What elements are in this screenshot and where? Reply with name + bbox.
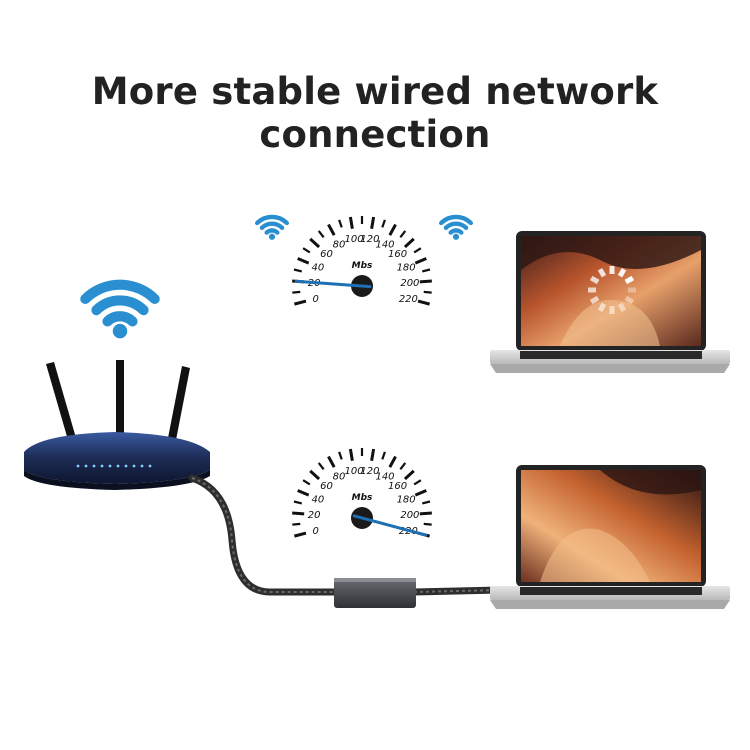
router-led	[108, 464, 112, 468]
gauge-unit: Mbs	[352, 493, 373, 503]
gauge-tick	[370, 216, 376, 230]
gauge-label: 140	[375, 239, 394, 250]
gauge-label: 120	[360, 466, 379, 477]
wifi-icon	[80, 279, 160, 339]
gauge-tick	[317, 230, 325, 238]
speedometer-icon: 020406080100120140160180200220Mbs	[292, 448, 432, 538]
gauge-tick	[423, 522, 432, 526]
headline: More stable wired network connection	[91, 70, 659, 156]
gauge-tick	[309, 237, 321, 249]
gauge-tick	[302, 479, 311, 486]
router-led	[132, 464, 136, 468]
gauge-tick	[399, 462, 407, 470]
speedometer-icon: 020406080100120140160180200220Mbs	[292, 216, 432, 306]
gauge-label: 100	[344, 234, 363, 245]
gauge-label: 80	[333, 471, 346, 482]
gauge-tick	[388, 455, 397, 468]
gauge-tick	[327, 223, 336, 236]
ethernet-adapter-icon	[334, 578, 416, 608]
gauge-tick	[421, 500, 431, 505]
gauge-tick	[293, 299, 307, 306]
gauge-label: 60	[320, 481, 333, 492]
gauge-tick	[297, 257, 310, 265]
gauge-tick	[414, 489, 427, 497]
gauge-tick	[292, 522, 301, 526]
gauge-label: 180	[397, 263, 416, 274]
loading-spinner-icon	[588, 266, 636, 314]
gauge-tick	[421, 268, 431, 273]
router-icon	[24, 360, 210, 490]
gauge-tick	[413, 247, 422, 254]
gauge-tick	[338, 219, 343, 228]
gauge-tick	[370, 448, 376, 462]
gauge-label: 160	[388, 481, 407, 492]
gauge-tick	[293, 500, 303, 505]
gauge-label: 180	[397, 495, 416, 506]
laptop-icon	[490, 231, 730, 373]
gauge-label: 160	[388, 249, 407, 260]
gauge-tick	[348, 448, 354, 462]
gauge-label: 200	[400, 510, 419, 521]
gauge-label: 0	[312, 526, 318, 537]
gauge-tick	[327, 455, 336, 468]
router-led	[148, 464, 152, 468]
gauge-label: 40	[312, 495, 325, 506]
gauge-label: 140	[375, 471, 394, 482]
router-led	[76, 464, 80, 468]
gauge-tick	[423, 290, 432, 294]
router-led	[92, 464, 96, 468]
gauge-tick	[297, 489, 310, 497]
gauge-tick	[381, 219, 386, 228]
gauge-tick	[403, 237, 415, 249]
gauge-tick	[413, 479, 422, 486]
gauge-tick	[381, 451, 386, 460]
gauge-label: 0	[312, 294, 318, 305]
gauge-label: 220	[399, 294, 418, 305]
gauge-tick	[348, 216, 354, 230]
router-led	[116, 464, 120, 468]
gauge-label: 40	[312, 263, 325, 274]
laptop-icon	[490, 465, 730, 609]
router-led	[100, 464, 104, 468]
gauge-label: 120	[360, 234, 379, 245]
gauge-tick	[414, 257, 427, 265]
gauge-tick	[293, 531, 307, 538]
gauge-tick	[419, 511, 432, 516]
gauge-tick	[317, 462, 325, 470]
router-led	[84, 464, 88, 468]
gauge-needle	[352, 514, 428, 537]
gauge-tick	[309, 469, 321, 481]
gauge-tick	[419, 279, 432, 284]
gauge-tick	[293, 268, 303, 273]
gauge-tick	[292, 290, 301, 294]
gauge-needle	[294, 279, 372, 289]
wifi-icon	[439, 214, 473, 240]
gauge-tick	[388, 223, 397, 236]
wifi-icon	[255, 214, 289, 240]
gauge-tick	[403, 469, 415, 481]
gauge-unit: Mbs	[352, 261, 373, 271]
gauge-tick	[399, 230, 407, 238]
gauge-label: 100	[344, 466, 363, 477]
gauge-label: 80	[333, 239, 346, 250]
gauge-tick	[417, 299, 431, 306]
gauge-label: 200	[400, 278, 419, 289]
router-led	[140, 464, 144, 468]
gauge-label: 20	[308, 510, 321, 521]
gauge-tick	[338, 451, 343, 460]
gauge-tick	[302, 247, 311, 254]
gauge-label: 60	[320, 249, 333, 260]
router-led	[124, 464, 128, 468]
gauge-tick	[292, 511, 305, 516]
